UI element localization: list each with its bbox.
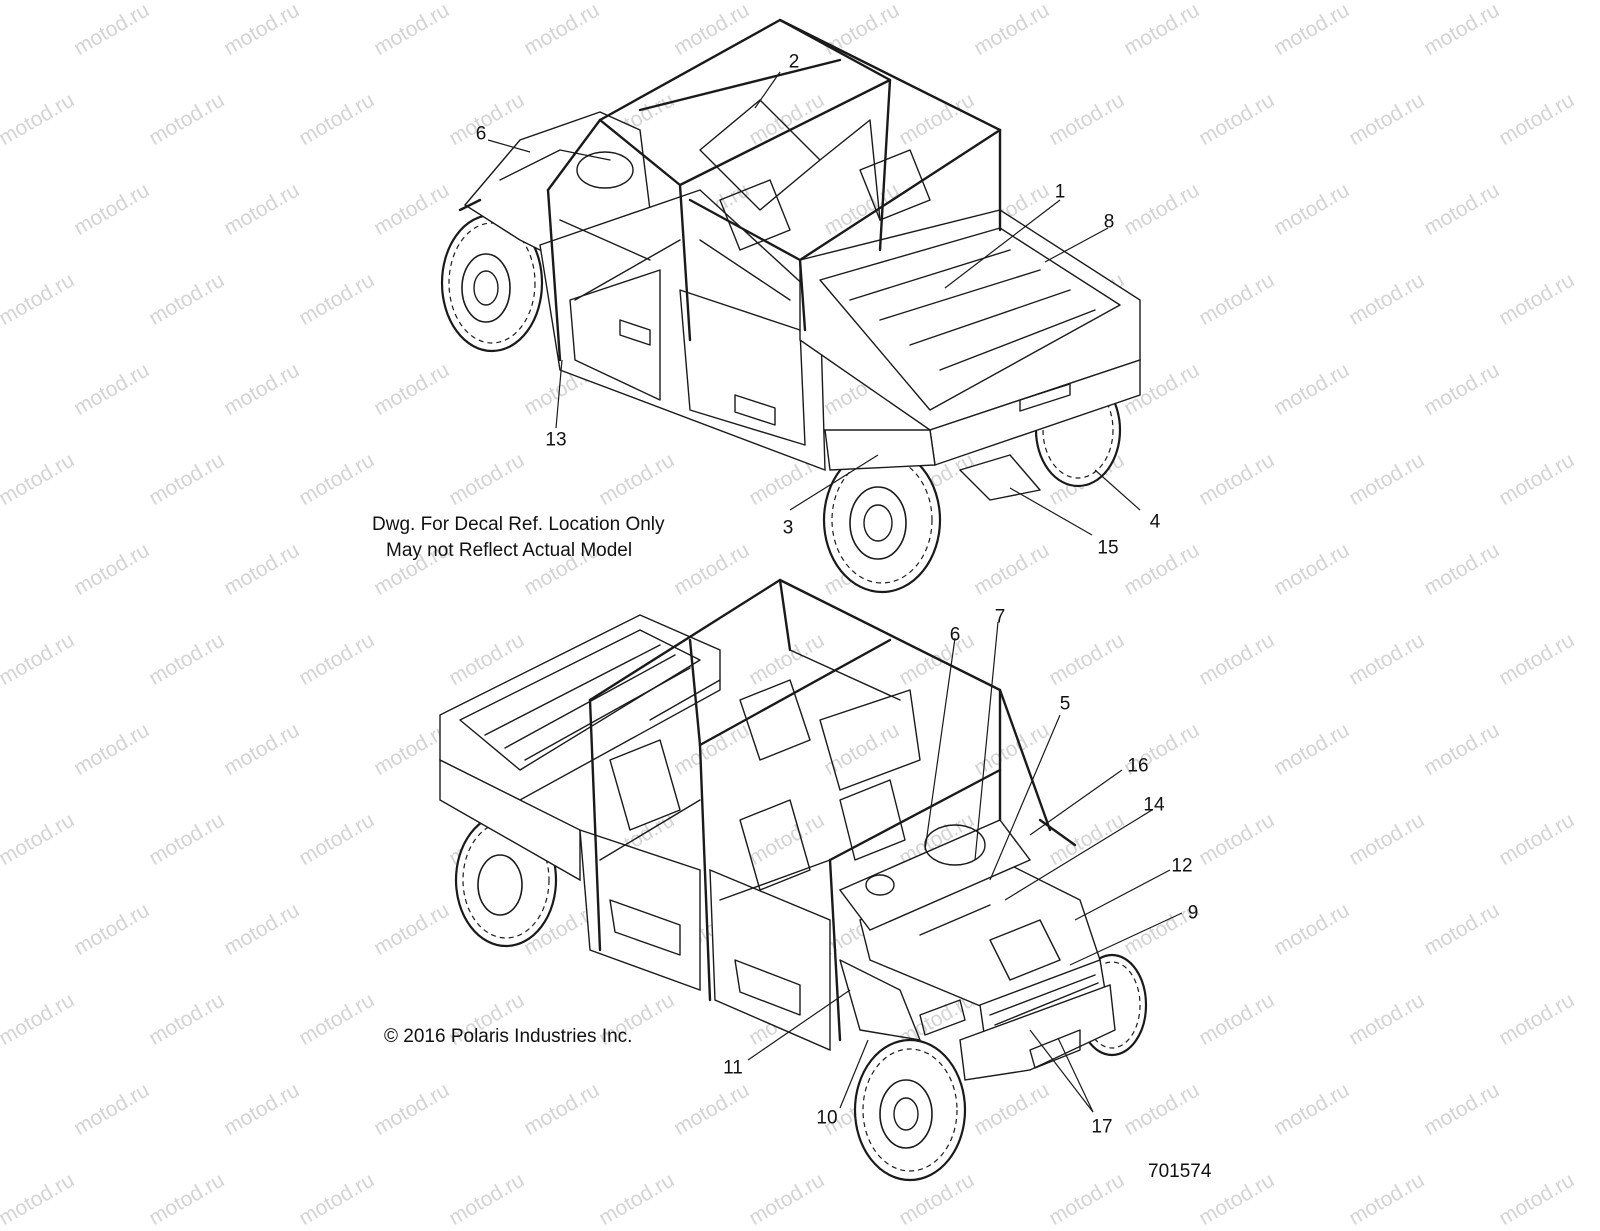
callout-17-bottom: 17 [1091,1116,1113,1138]
decal-note-line2: May not Reflect Actual Model [386,540,633,561]
callout-9-bottom: 9 [1187,902,1199,924]
vehicle-line-art [439,18,1183,1182]
callout-5-bottom: 5 [1059,693,1071,715]
top-rear-left-wheel [822,446,942,594]
callout-16-bottom: 16 [1127,755,1149,777]
top-front-wheel [440,213,544,353]
callout-8-top: 8 [1103,211,1115,233]
callout-14-bottom: 14 [1143,794,1165,816]
callout-6-top: 6 [475,123,487,145]
bottom-vehicle-drawing [439,578,1148,1182]
callout-10-bottom: 10 [816,1107,838,1129]
copyright-note: © 2016 Polaris Industries Inc. [384,1026,633,1047]
decal-note: Dwg. For Decal Ref. Location Only May no… [372,512,665,564]
callout-12-bottom: 12 [1171,855,1193,877]
drawing-number: 701574 [1148,1161,1212,1182]
top-vehicle-drawing [440,18,1141,594]
leader-lines [487,71,1183,1113]
decal-note-line1: Dwg. For Decal Ref. Location Only [372,514,665,535]
bottom-front-wheel [853,1038,967,1182]
callout-1-top: 1 [1054,181,1066,203]
callout-6-bottom: 6 [949,624,961,646]
callout-7-bottom: 7 [994,606,1006,628]
callout-11-bottom: 11 [723,1057,743,1079]
callout-4-top: 4 [1149,511,1161,533]
callout-13-top: 13 [545,429,567,451]
callout-15-top: 15 [1097,537,1119,559]
callout-3-top: 3 [782,517,794,539]
callout-2-top: 2 [788,51,800,73]
